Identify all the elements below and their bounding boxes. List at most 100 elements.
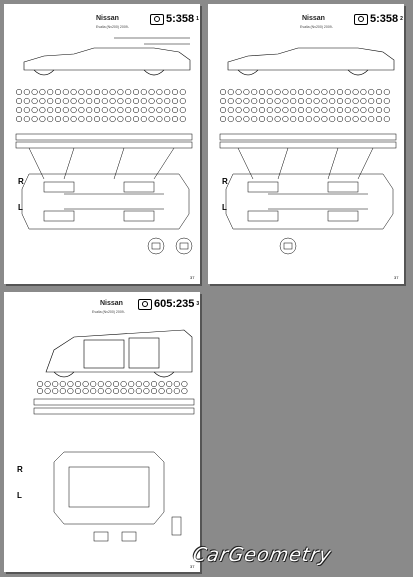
clip-symbol	[140, 88, 147, 96]
clip-symbol	[143, 380, 150, 388]
cargeometry-logo: CarGeometry	[191, 544, 334, 566]
clip-symbol	[383, 88, 390, 96]
clip-symbol	[164, 115, 171, 123]
camera-icon	[138, 298, 152, 310]
model-subtitle: Evalia (Nv200) 2009-	[96, 25, 129, 29]
right-side-label: R	[18, 177, 24, 186]
clip-symbol	[179, 97, 186, 105]
clip-symbol	[39, 97, 46, 105]
clip-symbol	[266, 88, 273, 96]
clip-symbol	[383, 97, 390, 105]
clip-symbol	[109, 88, 116, 96]
clip-symbol	[39, 115, 46, 123]
clip-symbol	[120, 380, 127, 388]
clip-symbol	[39, 88, 46, 96]
diagram-code: 5:358	[166, 13, 195, 25]
clip-symbol	[23, 106, 30, 114]
clip-symbols	[15, 88, 186, 123]
diagram-code: 605:235	[154, 298, 195, 310]
clip-symbol	[39, 106, 46, 114]
clip-symbol	[67, 387, 74, 395]
clip-symbol	[313, 97, 320, 105]
clip-symbol	[290, 106, 297, 114]
clip-symbol	[321, 106, 328, 114]
clip-symbol	[105, 380, 112, 388]
clip-symbol	[313, 106, 320, 114]
clip-symbol	[70, 115, 77, 123]
clip-symbol	[132, 115, 140, 123]
clip-symbol	[135, 387, 142, 395]
clip-symbol	[329, 115, 336, 123]
clip-symbol	[117, 115, 124, 123]
clip-symbol	[93, 106, 101, 114]
code-box: 5:358 2	[354, 13, 403, 25]
clip-symbol	[352, 88, 359, 96]
clip-symbol	[44, 387, 51, 395]
clip-symbol	[54, 97, 62, 105]
clip-symbol	[166, 380, 173, 388]
clip-symbol	[290, 97, 297, 105]
clip-symbol	[148, 88, 155, 96]
clip-symbol	[375, 106, 383, 114]
clip-symbol	[171, 88, 179, 96]
clip-symbol	[274, 88, 281, 96]
brand-title: Nissan	[100, 300, 123, 307]
page-number: 37	[190, 564, 195, 569]
clip-symbol	[109, 106, 116, 114]
clip-symbol	[383, 106, 390, 114]
clip-symbol	[105, 387, 112, 395]
clip-symbol	[219, 88, 227, 96]
clip-symbol	[156, 115, 163, 123]
right-side-label: R	[222, 177, 228, 186]
clip-symbol	[156, 106, 163, 114]
clip-symbol	[383, 115, 390, 123]
clip-symbol	[352, 97, 359, 105]
clip-symbol	[235, 115, 242, 123]
clip-symbol	[70, 97, 77, 105]
clip-symbol	[258, 106, 266, 114]
clip-symbol	[360, 106, 367, 114]
clip-symbol	[290, 115, 297, 123]
clip-symbol	[227, 97, 234, 105]
clip-symbol	[86, 97, 93, 105]
clip-symbol	[74, 387, 82, 395]
clip-symbol	[251, 97, 258, 105]
body-side-diagram	[33, 329, 195, 542]
clip-symbol	[290, 88, 297, 96]
clip-symbol	[135, 380, 142, 388]
clip-symbol	[166, 387, 173, 395]
brand-title: Nissan	[96, 15, 119, 22]
clip-symbol	[97, 380, 104, 388]
clip-symbol	[179, 106, 186, 114]
code-box: 5:358 1	[150, 13, 199, 25]
clip-symbol	[128, 380, 135, 388]
brand-title: Nissan	[302, 15, 325, 22]
clip-symbol	[360, 115, 367, 123]
clip-symbol	[90, 380, 97, 388]
clip-symbol	[282, 88, 289, 96]
clip-symbol	[305, 88, 312, 96]
clip-symbol	[282, 106, 289, 114]
clip-symbol	[78, 97, 85, 105]
clip-symbol	[150, 380, 158, 388]
clip-symbol	[62, 97, 69, 105]
clip-symbol	[227, 88, 234, 96]
clip-symbol	[164, 106, 171, 114]
clip-symbol	[93, 115, 101, 123]
clip-symbol	[97, 387, 104, 395]
clip-symbol	[148, 97, 155, 105]
clip-symbol	[158, 387, 165, 395]
clip-symbol	[266, 115, 273, 123]
right-side-label: R	[17, 465, 23, 474]
clip-symbol	[86, 106, 93, 114]
clip-symbol	[329, 88, 336, 96]
clip-symbol	[375, 97, 383, 105]
clip-symbol	[132, 97, 140, 105]
clip-symbol	[148, 115, 155, 123]
clip-symbol	[101, 97, 108, 105]
model-subtitle: Evalia (Nv200) 2009-	[300, 25, 333, 29]
clip-symbol	[140, 106, 147, 114]
clip-symbol	[336, 88, 344, 96]
clip-symbol	[274, 106, 281, 114]
clip-symbol	[67, 380, 74, 388]
